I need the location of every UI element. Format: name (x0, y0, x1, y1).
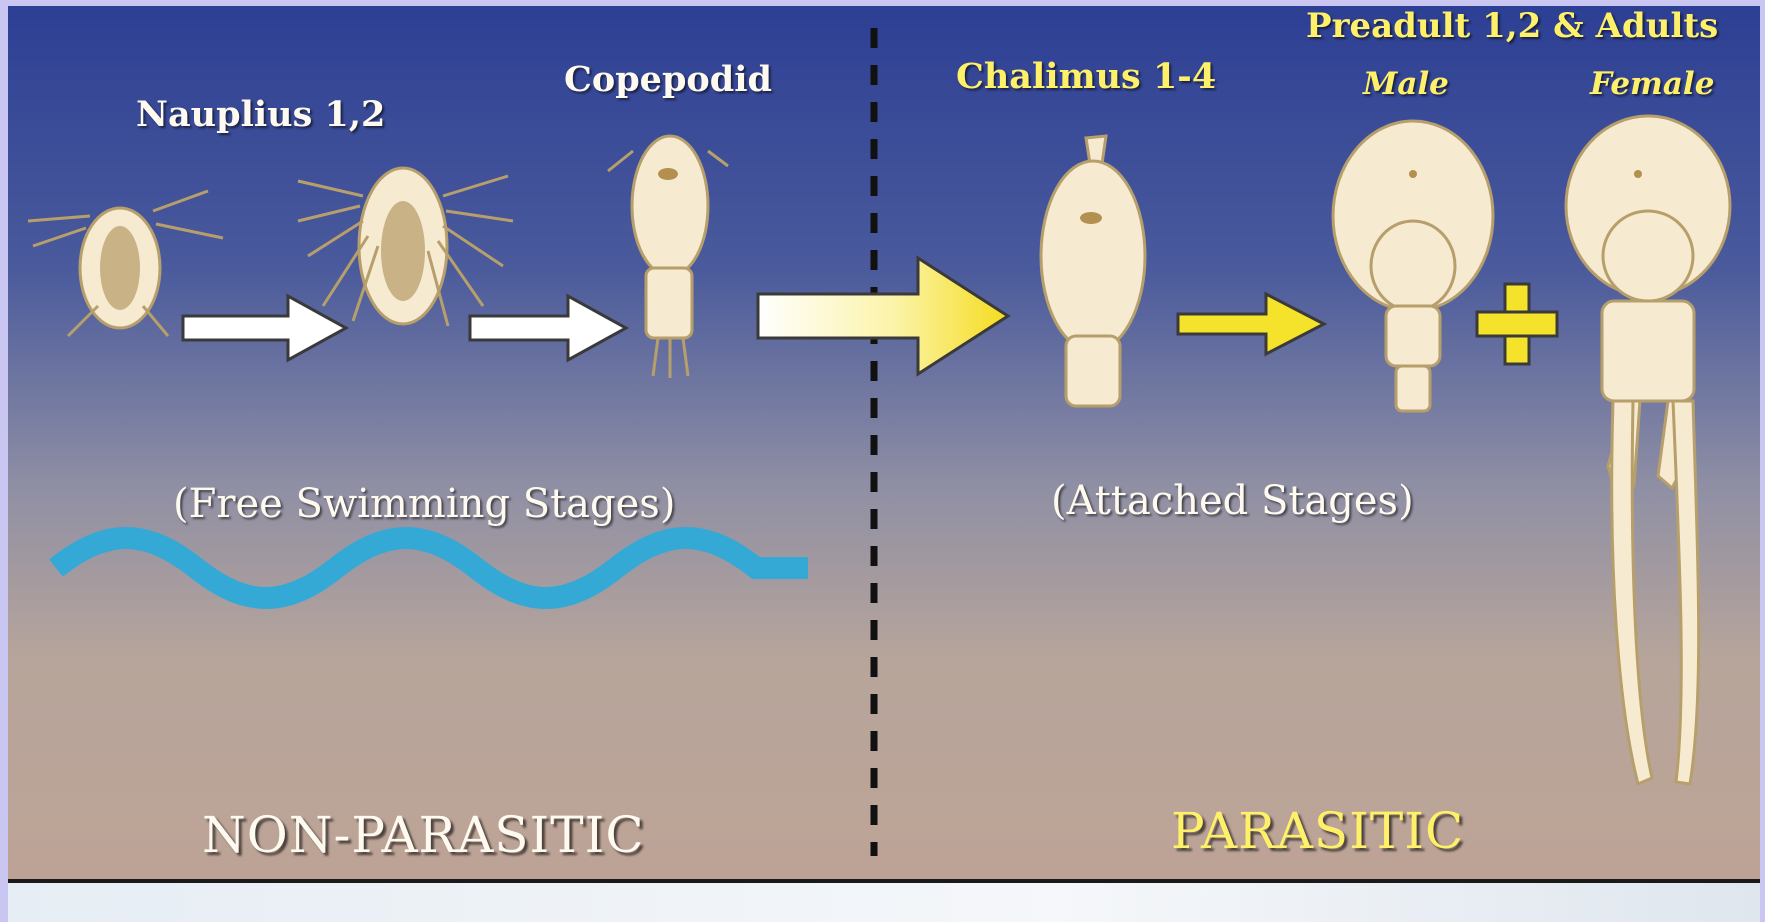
free-swimming-label: (Free Swimming Stages) (173, 481, 675, 527)
bottom-bar (8, 879, 1760, 922)
female-label: Female (1590, 66, 1714, 102)
white-arrow-icon-1 (183, 296, 346, 360)
wave-icon (56, 538, 808, 598)
non-parasitic-title: NON-PARASITIC (202, 806, 645, 864)
female-adult-organism (1566, 116, 1730, 784)
plus-icon (1477, 284, 1557, 364)
white-arrow-icon-2 (470, 296, 626, 360)
male-adult-organism (1333, 121, 1493, 411)
nauplius-2-organism (298, 168, 513, 326)
nauplius-1-organism (28, 191, 223, 336)
attached-stages-label: (Attached Stages) (1051, 478, 1414, 524)
copepodid-organism (608, 136, 728, 378)
preadult-adults-label: Preadult 1,2 & Adults (1306, 6, 1718, 46)
parasitic-title: PARASITIC (1171, 802, 1464, 860)
copepodid-label: Copepodid (564, 59, 772, 100)
yellow-arrow-icon (1178, 294, 1324, 354)
transition-arrow-icon (758, 258, 1008, 374)
life-cycle-diagram: Nauplius 1,2 Copepodid Chalimus 1-4 Prea… (8, 6, 1760, 879)
nauplius-label: Nauplius 1,2 (136, 94, 385, 135)
chalimus-label: Chalimus 1-4 (956, 56, 1216, 97)
male-label: Male (1363, 66, 1449, 102)
diagram-artwork (8, 6, 1760, 879)
chalimus-organism (1041, 136, 1145, 406)
